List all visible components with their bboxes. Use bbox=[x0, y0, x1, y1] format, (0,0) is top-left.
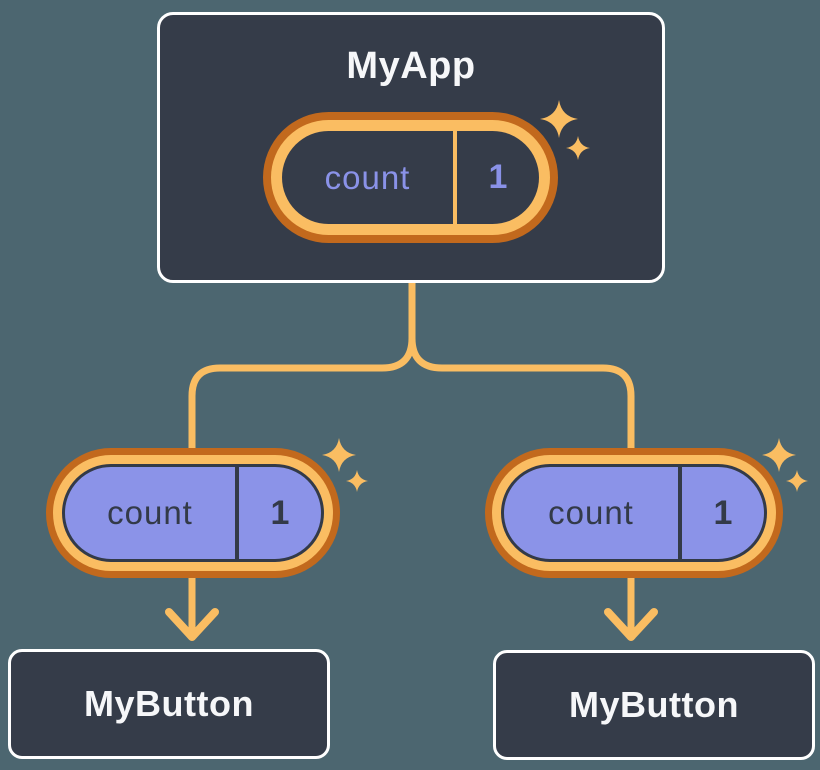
state-pill-core: count 1 bbox=[501, 464, 767, 562]
component-node-mybutton: MyButton bbox=[493, 650, 815, 760]
component-node-myapp: MyApp count 1 bbox=[157, 12, 665, 283]
sparkle-icon bbox=[762, 438, 796, 472]
state-pill: count 1 bbox=[263, 112, 558, 243]
state-pill-ring: count 1 bbox=[53, 455, 333, 571]
state-pill-core: count 1 bbox=[282, 131, 539, 224]
component-node-mybutton: MyButton bbox=[8, 649, 330, 759]
state-name: count bbox=[324, 158, 411, 196]
sparkle-icon bbox=[322, 438, 356, 472]
state-pill-core: count 1 bbox=[62, 464, 324, 562]
state-pill: count 1 bbox=[485, 448, 783, 578]
sparkle-icon bbox=[786, 470, 808, 492]
arrow-down-icon bbox=[604, 608, 658, 641]
state-value: 1 bbox=[488, 158, 508, 196]
state-value: 1 bbox=[713, 493, 733, 532]
node-title: MyButton bbox=[569, 684, 739, 725]
state-value: 1 bbox=[270, 493, 290, 532]
state-pill-ring: count 1 bbox=[271, 120, 550, 235]
pill-divider bbox=[678, 467, 682, 559]
state-name: count bbox=[548, 494, 634, 531]
state-pill-ring: count 1 bbox=[492, 455, 776, 571]
state-pill: count 1 bbox=[46, 448, 340, 578]
sparkle-icon bbox=[346, 470, 368, 492]
node-title: MyApp bbox=[346, 45, 476, 87]
node-title: MyButton bbox=[84, 683, 254, 724]
pill-divider bbox=[453, 131, 457, 224]
arrow-down-icon bbox=[165, 608, 219, 641]
state-name: count bbox=[107, 494, 193, 531]
